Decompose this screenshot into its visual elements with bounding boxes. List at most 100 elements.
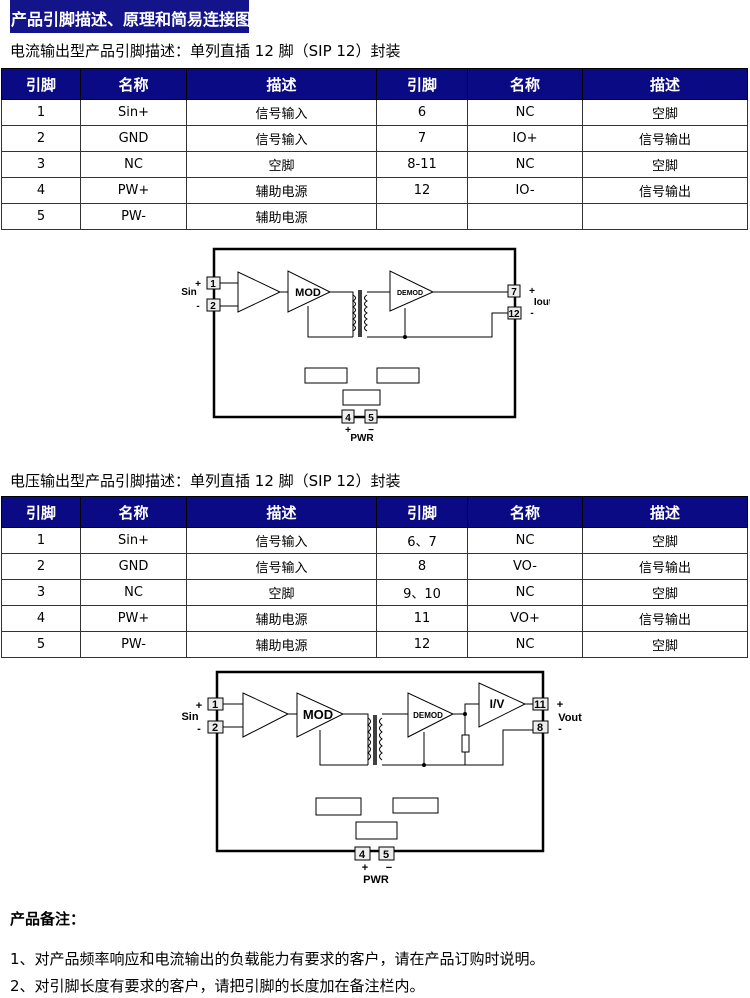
svg-text:+: + bbox=[362, 862, 368, 874]
table-cell: 信号输出 bbox=[582, 125, 748, 152]
table-cell: 4 bbox=[1, 177, 81, 204]
table-cell: Sin+ bbox=[80, 527, 187, 554]
svg-text:-: - bbox=[196, 301, 199, 312]
pin-11: 11 bbox=[534, 699, 546, 711]
table-header-row: 引脚名称描述引脚名称描述 bbox=[1, 496, 748, 528]
sin-label: Sin bbox=[181, 711, 198, 723]
demod-label: DEMOD bbox=[397, 290, 423, 297]
column-header: 名称 bbox=[80, 68, 187, 100]
column-header: 描述 bbox=[582, 68, 748, 100]
table-cell: 辅助电源 bbox=[186, 605, 377, 632]
column-header: 名称 bbox=[467, 68, 583, 100]
svg-text:−: − bbox=[386, 862, 392, 874]
table-cell: 2 bbox=[1, 125, 81, 152]
column-header: 名称 bbox=[467, 496, 583, 528]
table-cell: 12 bbox=[376, 177, 468, 204]
table-cell: 1 bbox=[1, 99, 81, 126]
pin-4: 4 bbox=[359, 849, 366, 861]
table-cell: 3 bbox=[1, 151, 81, 178]
table-cell bbox=[582, 203, 748, 230]
table-cell: 5 bbox=[1, 631, 81, 658]
note-item: 1、对产品频率响应和电流输出的负载能力有要求的客户，请在产品订购时说明。 bbox=[10, 950, 545, 968]
pin-2: 2 bbox=[210, 301, 216, 312]
table-cell: 辅助电源 bbox=[186, 631, 377, 658]
table-cell: IO+ bbox=[467, 125, 583, 152]
table-cell: 信号输入 bbox=[186, 125, 377, 152]
voltage-output-subtitle: 电压输出型产品引脚描述：单列直插 12 脚（SIP 12）封装 bbox=[10, 472, 401, 490]
table-cell: NC bbox=[467, 579, 583, 606]
table-cell bbox=[467, 203, 583, 230]
column-header: 引脚 bbox=[1, 68, 81, 100]
table-cell: PW- bbox=[80, 203, 187, 230]
mod-label: MOD bbox=[303, 707, 333, 722]
table-cell: 信号输出 bbox=[582, 177, 748, 204]
table-cell: 空脚 bbox=[186, 579, 377, 606]
table-cell: 空脚 bbox=[582, 631, 748, 658]
table-cell: 信号输入 bbox=[186, 553, 377, 580]
table-cell: 4 bbox=[1, 605, 81, 632]
table-cell: 12 bbox=[376, 631, 468, 658]
table-cell: 信号输出 bbox=[582, 553, 748, 580]
pwr-label: PWR bbox=[363, 874, 389, 886]
table-cell: 信号输出 bbox=[582, 605, 748, 632]
table-cell: 3 bbox=[1, 579, 81, 606]
table-cell: NC bbox=[467, 99, 583, 126]
svg-text:+: + bbox=[529, 286, 535, 297]
section-title: 产品引脚描述、原理和简易连接图 bbox=[10, 0, 251, 33]
table-cell: GND bbox=[80, 553, 187, 580]
table-cell: GND bbox=[80, 125, 187, 152]
current-output-diagram: 1 2 7 12 4 5 MOD DEMOD Sin Iout PWR +-+-… bbox=[181, 247, 550, 444]
table-cell: NC bbox=[467, 151, 583, 178]
table-cell: 辅助电源 bbox=[186, 177, 377, 204]
table-cell: Sin+ bbox=[80, 99, 187, 126]
table-cell: 空脚 bbox=[582, 99, 748, 126]
table-cell: 信号输入 bbox=[186, 527, 377, 554]
column-header: 描述 bbox=[186, 68, 377, 100]
table-cell: PW- bbox=[80, 631, 187, 658]
notes-heading: 产品备注： bbox=[10, 910, 86, 928]
table-header-row: 引脚名称描述引脚名称描述 bbox=[1, 68, 748, 100]
pin-1: 1 bbox=[210, 279, 216, 290]
table-cell: 9、10 bbox=[376, 579, 468, 606]
table-cell: NC bbox=[467, 631, 583, 658]
table-cell: 辅助电源 bbox=[186, 203, 377, 230]
table-cell: 7 bbox=[376, 125, 468, 152]
table-cell: 空脚 bbox=[582, 527, 748, 554]
note-item: 2、对引脚长度有要求的客户，请把引脚的长度加在备注栏内。 bbox=[10, 977, 425, 995]
iv-label: I/V bbox=[490, 697, 505, 711]
pin-1: 1 bbox=[212, 699, 218, 711]
svg-text:-: - bbox=[197, 723, 201, 735]
column-header: 名称 bbox=[80, 496, 187, 528]
pin-2: 2 bbox=[212, 722, 218, 734]
table-cell: IO- bbox=[467, 177, 583, 204]
current-output-subtitle: 电流输出型产品引脚描述：单列直插 12 脚（SIP 12）封装 bbox=[10, 42, 401, 60]
pin-4: 4 bbox=[345, 413, 351, 424]
table-cell: NC bbox=[80, 579, 187, 606]
pin-5: 5 bbox=[383, 849, 389, 861]
column-header: 引脚 bbox=[376, 496, 468, 528]
table-cell: NC bbox=[467, 527, 583, 554]
demod-label: DEMOD bbox=[413, 711, 443, 720]
column-header: 引脚 bbox=[1, 496, 81, 528]
column-header: 描述 bbox=[186, 496, 377, 528]
pin-7: 7 bbox=[511, 287, 517, 298]
table-cell bbox=[376, 203, 468, 230]
table-cell: 6 bbox=[376, 99, 468, 126]
column-header: 描述 bbox=[582, 496, 748, 528]
table-cell: 8 bbox=[376, 553, 468, 580]
table-cell: 空脚 bbox=[186, 151, 377, 178]
column-header: 引脚 bbox=[376, 68, 468, 100]
table-cell: PW+ bbox=[80, 177, 187, 204]
table-cell: 2 bbox=[1, 553, 81, 580]
table-cell: 11 bbox=[376, 605, 468, 632]
svg-text:-: - bbox=[558, 723, 562, 735]
